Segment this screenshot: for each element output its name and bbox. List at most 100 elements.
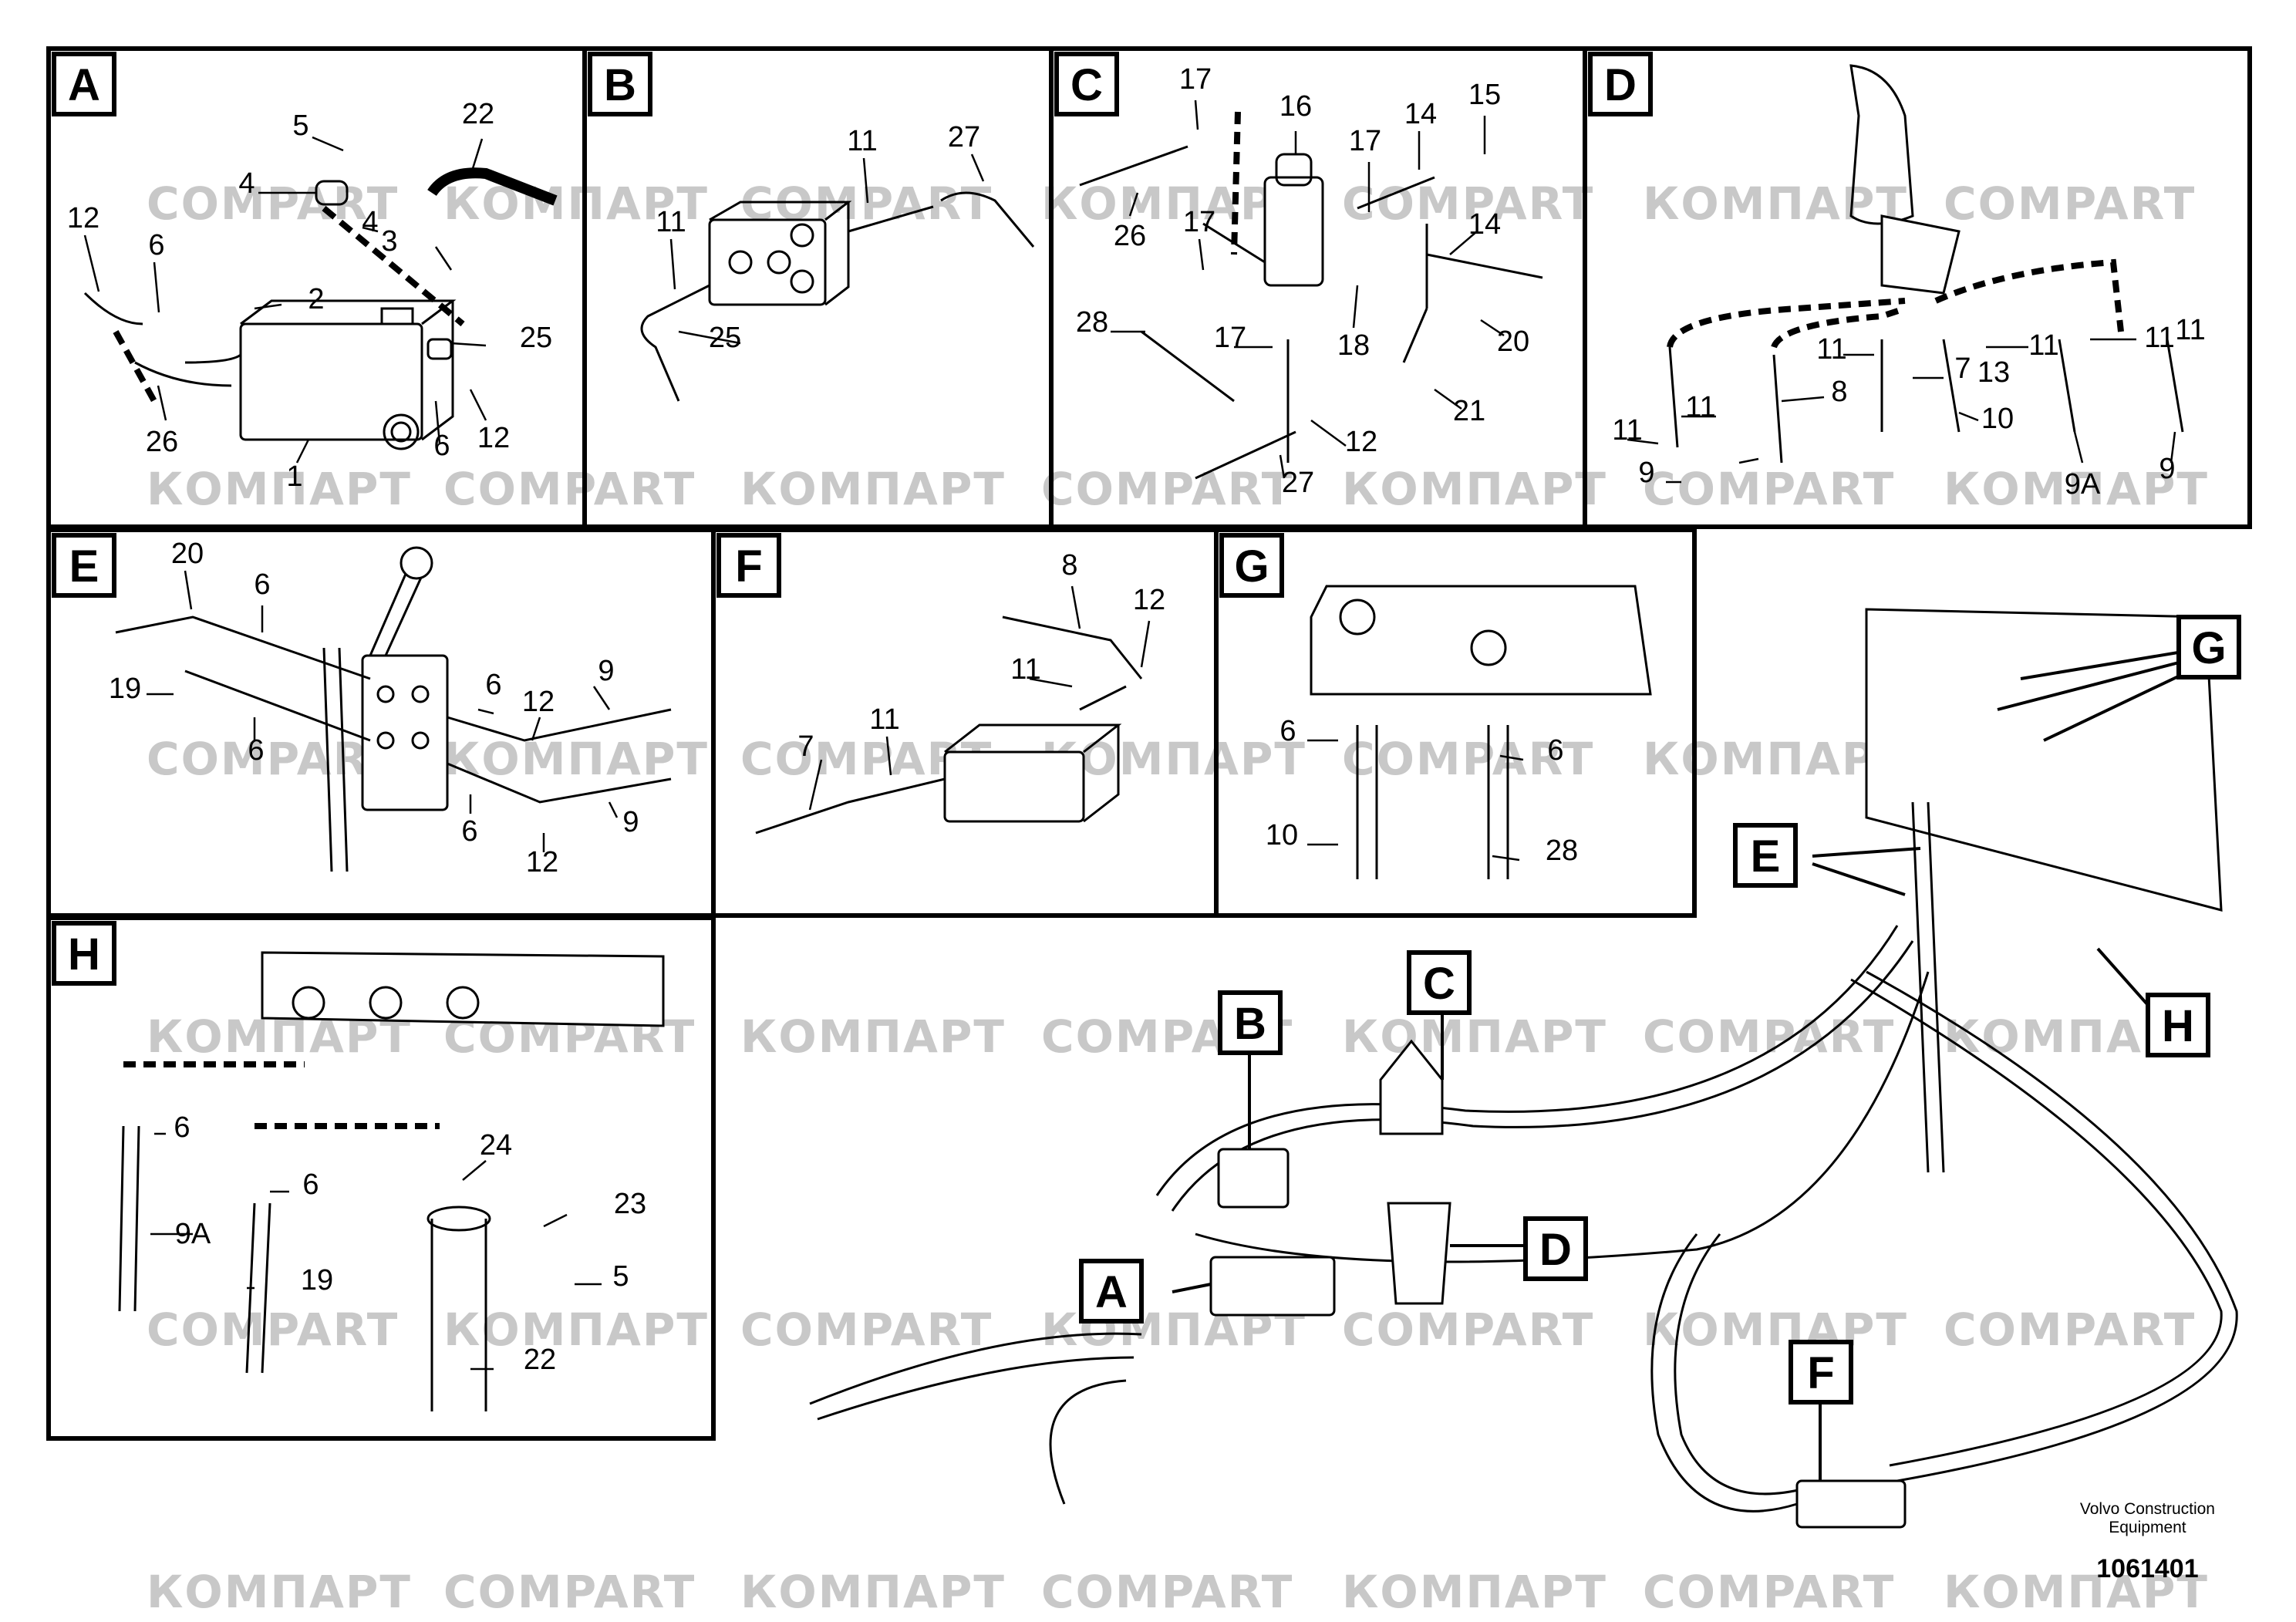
watermark-text: КОМПАРТ	[1342, 463, 1607, 515]
callout-number: 17	[1349, 125, 1381, 157]
callout-number: 7	[797, 730, 814, 763]
callout-number: 9	[1638, 457, 1654, 489]
panel-letter: A	[68, 60, 100, 110]
callout-number: 6	[1279, 715, 1296, 747]
watermark-text: КОМПАРТ	[740, 463, 1006, 515]
overview-tag-letter: C	[1423, 959, 1455, 1009]
overview-tag-letter: G	[2191, 623, 2226, 673]
panel-letter-box	[716, 533, 781, 598]
callout-number: 1	[286, 460, 302, 493]
watermark-text: COMPART	[1342, 733, 1595, 785]
callout-number: 11	[2028, 329, 2058, 362]
callout-number: 5	[612, 1260, 629, 1293]
watermark-text: COMPART	[147, 177, 400, 230]
callout-number: 12	[1133, 584, 1165, 616]
overview-tag-box	[1523, 1216, 1588, 1281]
callout-number: 20	[1497, 325, 1529, 358]
callout-number: 8	[1061, 549, 1077, 582]
callout-number: 19	[301, 1264, 333, 1297]
callout-number: 4	[238, 167, 255, 200]
panel-letter: G	[1234, 541, 1269, 592]
overview-tag-letter: D	[1539, 1225, 1572, 1275]
overview-tag-box	[1733, 823, 1798, 888]
callout-number: 11	[656, 206, 686, 238]
watermark-text: COMPART	[443, 463, 696, 515]
panel-h-drawing	[118, 951, 665, 1411]
watermark-text: COMPART	[1944, 177, 2197, 230]
callout-number: 25	[520, 322, 552, 354]
watermark-text: COMPART	[1342, 177, 1595, 230]
callout-number: 12	[67, 202, 99, 234]
panel-frames	[46, 46, 2252, 1441]
panel-g-drawing	[1310, 585, 1652, 879]
callout-number: 9	[622, 806, 639, 838]
panel-letter: D	[1604, 60, 1637, 110]
callout-number: 12	[1345, 426, 1377, 458]
panel-letter-box	[1588, 52, 1653, 116]
callout-number: 3	[381, 225, 397, 258]
panel-c-drawing	[1079, 111, 1543, 480]
panel-f-drawing	[755, 615, 1143, 835]
panel-e-drawing	[115, 546, 672, 872]
watermark-text: КОМПАРТ	[1342, 1010, 1607, 1063]
overview-tag-box	[1789, 1340, 1853, 1404]
callout-number: 13	[1977, 356, 2010, 389]
panel-letter: E	[69, 541, 99, 592]
callout-number: 7	[1954, 352, 1971, 385]
callout-number: 18	[1337, 329, 1370, 362]
brand-line-1: Volvo Construction	[2079, 1500, 2215, 1518]
callout-number: 27	[948, 121, 980, 153]
callout-number: 17	[1214, 322, 1246, 354]
callout-number: 26	[146, 426, 178, 458]
watermark-text: КОМПАРТ	[443, 1303, 709, 1356]
callout-number: 6	[485, 669, 501, 701]
callout-number: 20	[171, 538, 204, 570]
watermark-text: COMPART	[443, 1566, 696, 1618]
watermark-text: КОМПАРТ	[443, 733, 709, 785]
panel-letter: H	[68, 929, 100, 980]
watermark-text: КОМПАРТ	[1041, 733, 1306, 785]
callout-number: 24	[480, 1129, 512, 1162]
watermark-text: КОМПАРТ	[147, 1566, 412, 1618]
watermark-text: COMPART	[740, 1303, 993, 1356]
callout-number: 6	[254, 568, 270, 601]
watermark-text: КОМПАРТ	[1944, 1566, 2209, 1618]
callout-number: 25	[709, 322, 741, 354]
watermark-text: COMPART	[1041, 1566, 1294, 1618]
watermark-text: COMPART	[1944, 1303, 2197, 1356]
watermark-text: COMPART	[147, 1303, 400, 1356]
callout-number: 11	[1685, 391, 1715, 423]
watermark-text: КОМПАРТ	[1643, 1303, 1908, 1356]
callout-number: 2	[308, 283, 324, 315]
panel-letter-box	[52, 533, 116, 598]
callout-number: 21	[1453, 395, 1485, 427]
overview-drawing	[809, 608, 2238, 1529]
callout-number: 11	[1816, 333, 1846, 366]
callout-number: 6	[302, 1168, 319, 1201]
brand-line-2: Equipment	[2109, 1519, 2186, 1536]
callout-number: 10	[1266, 819, 1298, 851]
panel-letter: F	[735, 541, 762, 592]
overview-tag-box	[1218, 990, 1283, 1055]
callout-number: 11	[1010, 653, 1040, 686]
panel-b-drawing	[640, 191, 1035, 402]
callout-number: 4	[362, 206, 378, 238]
callout-number: 14	[1404, 98, 1437, 130]
brand-block: Volvo Construction Equipment 1061401	[2080, 1500, 2215, 1584]
callout-number: 11	[2144, 322, 2174, 354]
callout-number: 6	[1547, 734, 1563, 767]
overview-tag-letter: F	[1807, 1348, 1834, 1398]
callout-number: 6	[248, 734, 264, 767]
callout-number: 11	[847, 125, 877, 157]
overview-tag-box	[1407, 950, 1472, 1015]
callout-number: 9	[2159, 453, 2175, 485]
callout-number: 6	[174, 1111, 190, 1144]
watermark-text: КОМПАРТ	[147, 463, 412, 515]
callout-number: 9	[598, 655, 614, 687]
watermark-text: COMPART	[1643, 1566, 1896, 1618]
panel-letter: B	[604, 60, 636, 110]
callout-number: 11	[2175, 314, 2205, 346]
callout-number: 6	[148, 229, 164, 261]
